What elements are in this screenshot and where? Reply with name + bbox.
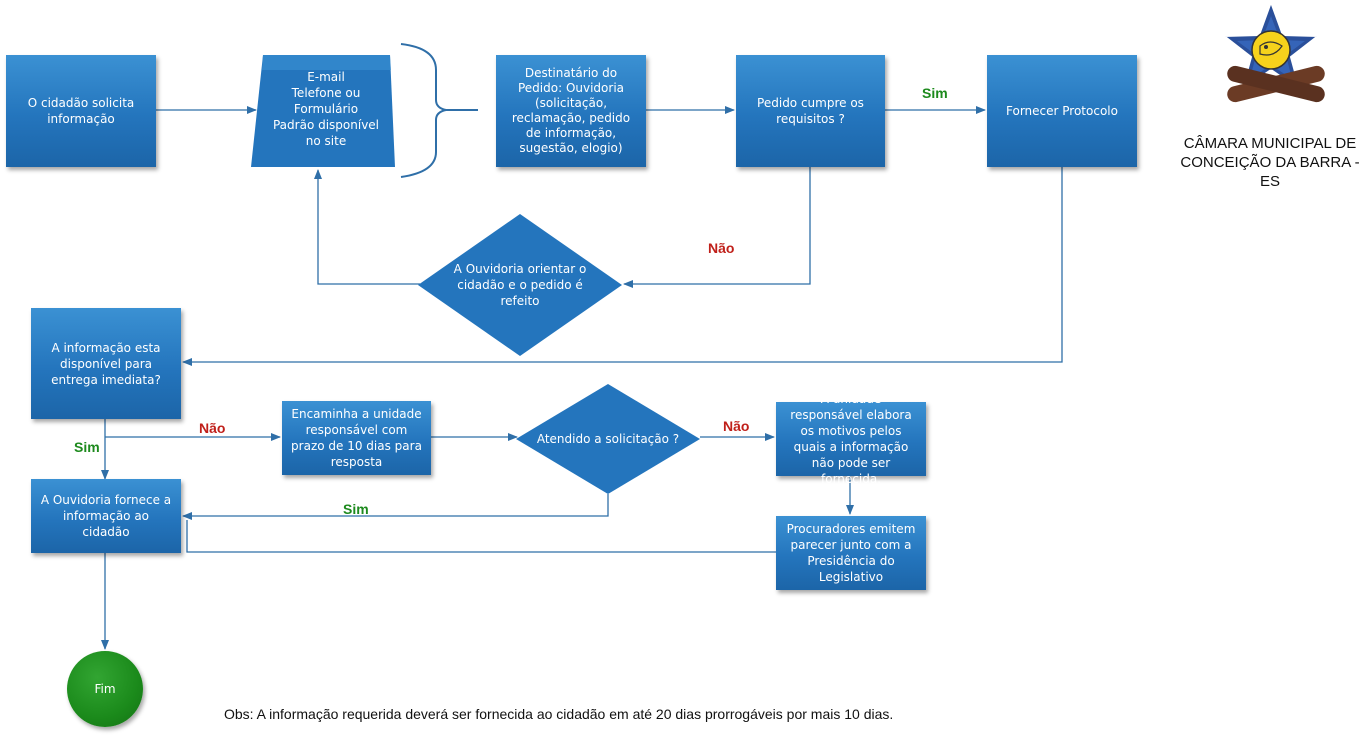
guide-node-label: A Ouvidoria orientar o cidadão e o pedid… [453, 262, 587, 308]
label-nao-available: Não [199, 420, 226, 436]
organization-line-1: CÂMARA MUNICIPAL DE [1183, 135, 1357, 152]
edge-met-provide [182, 494, 609, 520]
start-node: O cidadão solicita informação [6, 55, 156, 167]
label-nao-met: Não [723, 418, 750, 434]
unit-reasons-node: A unidade responsável elabora os motivos… [776, 392, 926, 486]
channels-brace [400, 43, 447, 178]
attorneys-node: Procuradores emitem parecer junto com a … [776, 516, 926, 590]
decision-diamond-guide [418, 214, 622, 356]
edge-protocol-available [182, 166, 1063, 366]
edge-guide-channels [314, 169, 420, 285]
forward-node: Encaminha a unidade responsável com praz… [282, 401, 431, 475]
organization-name: CÂMARA MUNICIPAL DE CONCEIÇÃO DA BARRA -… [1172, 134, 1368, 191]
label-sim-protocol: Sim [922, 85, 948, 101]
label-nao-guide: Não [708, 240, 735, 256]
requirements-node: Pedido cumpre os requisitos ? [736, 55, 885, 167]
recipient-node: Destinatário do Pedido: Ouvidoria (solic… [496, 55, 646, 167]
protocol-node: Fornecer Protocolo [987, 55, 1137, 167]
channels-node: E-mail Telefone ou Formulário Padrão dis… [272, 70, 380, 148]
provide-info-node: A Ouvidoria fornece a informação ao cida… [31, 479, 181, 553]
label-sim-available: Sim [74, 439, 100, 455]
channels-trapezoid [251, 55, 395, 167]
label-sim-met: Sim [343, 501, 369, 517]
organization-line-2: CONCEIÇÃO DA BARRA - ES [1180, 154, 1360, 190]
available-node: A informação esta disponível para entreg… [31, 308, 181, 419]
edge-attorneys-provide [186, 520, 776, 553]
edge-requirements-guide [623, 166, 811, 288]
request-met-label: Atendido a solicitação ? [536, 432, 680, 446]
footnote: Obs: A informação requerida deverá ser f… [224, 706, 894, 722]
end-node: Fim [67, 651, 143, 727]
logo-emblem [1221, 0, 1325, 103]
decision-diamond-met [516, 384, 700, 494]
